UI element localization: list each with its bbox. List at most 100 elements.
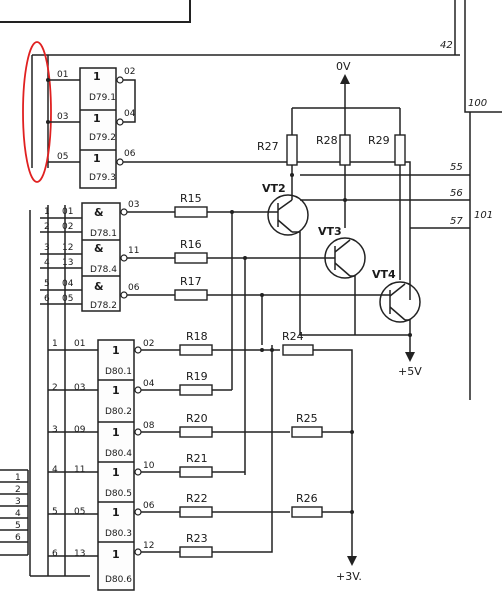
- label-d80-5-name: D80.6: [105, 575, 132, 585]
- net-label-101: 101: [474, 210, 493, 221]
- connector: 1 2 3 4 5 6: [0, 469, 29, 556]
- label-d80-4-n: 5: [52, 507, 58, 517]
- label-d78-0-n2: 2: [44, 222, 50, 232]
- d79-3-in: 05: [57, 152, 68, 162]
- resistor-r24: [282, 344, 314, 356]
- label-d78-1-name: D78.4: [90, 265, 117, 275]
- d79-1-in: 01: [57, 70, 68, 80]
- highlight-ellipse: [22, 41, 52, 183]
- left-input-bus: [47, 205, 66, 576]
- r18-label: R18: [186, 330, 208, 343]
- label-d80-5-out: 12: [143, 541, 154, 551]
- net-100-line: [464, 0, 502, 113]
- d79-2-sym: 1: [93, 112, 101, 125]
- label-connector_pins-1: 2: [15, 485, 21, 495]
- r28-label: R28: [316, 134, 338, 147]
- label-d78-1-n1: 3: [44, 243, 50, 253]
- label-d78-0-p2: 02: [62, 222, 73, 232]
- vt3-label: VT3: [318, 225, 342, 238]
- left-frame: [29, 210, 90, 577]
- d79-3-out: 06: [124, 149, 136, 159]
- resistor-r20: [179, 426, 213, 438]
- r24-label: R24: [282, 330, 304, 343]
- label-d78-0-p1: 01: [62, 207, 73, 217]
- label-d78-2-name: D78.2: [90, 301, 117, 311]
- label-d80-3-in: 11: [74, 465, 85, 475]
- label-connector_pins-4: 5: [15, 521, 21, 531]
- d79-3-sym: 1: [93, 152, 101, 165]
- label-d80-4-in: 05: [74, 507, 85, 517]
- d79-2-name: D79.2: [89, 133, 116, 143]
- r20-label: R20: [186, 412, 208, 425]
- vt2-label: VT2: [262, 182, 286, 195]
- label-d80-1-sym: 1: [112, 384, 120, 397]
- rail-plus5-label: +5V: [398, 365, 422, 378]
- resistor-r21: [179, 466, 213, 478]
- net-label-56: 56: [450, 188, 463, 199]
- label-d78-0-n1: 1: [44, 207, 50, 217]
- resistor-r28: [339, 134, 351, 166]
- label-d78-2-n2: 6: [44, 294, 50, 304]
- label-d80-0-out: 02: [143, 339, 154, 349]
- label-d80-2-name: D80.4: [105, 449, 132, 459]
- transistor-vt2: VT2: [262, 182, 309, 236]
- r26-label: R26: [296, 492, 318, 505]
- plus3-rail: [313, 349, 353, 556]
- resistor-r15: [174, 206, 208, 218]
- label-d80-1-n: 2: [52, 383, 58, 393]
- resistor-r18: [179, 344, 213, 356]
- label-d80-0-in: 01: [74, 339, 85, 349]
- transistor-vt4: VT4: [372, 268, 421, 323]
- label-d80-1-out: 04: [143, 379, 155, 389]
- label-d80-5-n: 6: [52, 549, 58, 559]
- d79-1-sym: 1: [93, 70, 101, 83]
- label-d78-1-p2: 13: [62, 258, 73, 268]
- label-d78-2-p2: 05: [62, 294, 73, 304]
- label-d78-1-sym: &: [94, 242, 104, 255]
- r15-label: R15: [180, 192, 202, 205]
- resistor-r29: [394, 134, 406, 166]
- d79-1-out: 02: [124, 67, 135, 77]
- label-d78-1-p1: 12: [62, 243, 73, 253]
- r19-label: R19: [186, 370, 208, 383]
- label-d80-0-sym: 1: [112, 344, 120, 357]
- label-d80-2-in: 09: [74, 425, 86, 435]
- r23-label: R23: [186, 532, 208, 545]
- label-d80-4-name: D80.3: [105, 529, 132, 539]
- net-label-55: 55: [450, 162, 463, 173]
- label-d80-2-sym: 1: [112, 426, 120, 439]
- transistor-vt3: VT3: [318, 225, 366, 279]
- resistor-r16: [174, 252, 208, 264]
- label-d80-4-out: 06: [143, 501, 155, 511]
- label-d78-0-out: 03: [128, 200, 139, 210]
- r29-label: R29: [368, 134, 390, 147]
- label-d78-1-n2: 4: [44, 258, 50, 268]
- label-d80-3-n: 4: [52, 465, 58, 475]
- net-label-100: 100: [468, 98, 487, 109]
- r16-label: R16: [180, 238, 202, 251]
- label-d78-2-p1: 04: [62, 279, 74, 289]
- resistor-r19: [179, 384, 213, 396]
- top-frame-fragment: [0, 0, 191, 23]
- d79-3-name: D79.3: [89, 173, 116, 183]
- label-d78-2-sym: &: [94, 280, 104, 293]
- label-d80-0-n: 1: [52, 339, 58, 349]
- d80-block: 1 01 1 D80.1 02 2 03 1 D80.2 04 3 09 1 D…: [48, 339, 155, 591]
- rail-0v-label: 0V: [336, 60, 351, 73]
- r21-label: R21: [186, 452, 208, 465]
- resistor-r27: [286, 134, 298, 166]
- r22-label: R22: [186, 492, 208, 505]
- resistor-r26: [291, 506, 323, 518]
- plus3-arrow: [347, 556, 357, 566]
- r27-label: R27: [257, 140, 279, 153]
- label-d80-5-sym: 1: [112, 548, 120, 561]
- label-d80-3-name: D80.5: [105, 489, 132, 499]
- label-connector_pins-5: 6: [15, 533, 21, 543]
- rail-plus3-label: +3V.: [336, 570, 362, 583]
- d79-2-in: 03: [57, 112, 68, 122]
- d79-3-output-wire: [123, 161, 411, 300]
- label-d78-0-sym: &: [94, 206, 104, 219]
- d79-2-out: 04: [124, 109, 136, 119]
- label-d80-3-out: 10: [143, 461, 155, 471]
